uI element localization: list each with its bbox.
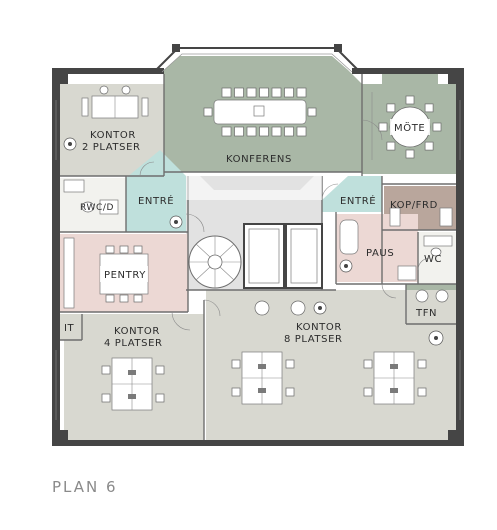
chair — [234, 126, 244, 137]
stair-and-lift-core — [186, 176, 323, 289]
chair — [246, 87, 257, 98]
label-wc: WC — [424, 254, 442, 265]
kontor-2-furniture — [63, 85, 149, 151]
chair — [285, 359, 295, 369]
chair — [155, 365, 165, 375]
chair — [234, 87, 244, 98]
label-mote: MÖTE — [394, 121, 425, 134]
label-rwc: RWC/D — [80, 203, 114, 213]
chair — [221, 126, 232, 137]
chair — [284, 126, 294, 137]
chair — [101, 365, 111, 375]
label-kontor-2-line1: KONTOR — [90, 130, 136, 141]
chair — [101, 393, 111, 403]
label-kontor-8-line1: KONTOR — [296, 322, 342, 333]
chair — [386, 141, 396, 151]
label-kop-frd: KOP/FRD — [390, 200, 438, 211]
chair — [307, 107, 317, 117]
label-pentry: PENTRY — [104, 270, 146, 281]
chair — [417, 359, 427, 369]
chair — [405, 95, 415, 105]
label-kontor-4-line1: KONTOR — [114, 326, 160, 337]
door-swings — [139, 119, 431, 331]
chair — [284, 87, 294, 98]
chair — [203, 107, 213, 117]
chair — [424, 141, 434, 151]
kontor-8-desks — [231, 351, 427, 405]
chair — [133, 294, 143, 303]
rwc-furniture — [63, 179, 119, 215]
room-labels: KONTOR 2 PLATSER KONFERENS MÖTE RWC/D EN… — [64, 119, 442, 349]
label-it: IT — [64, 323, 75, 334]
label-kontor-2-line2: 2 PLATSER — [82, 142, 141, 153]
chair — [259, 87, 269, 98]
entre-right-area — [322, 176, 382, 212]
label-entre-left: ENTRÉ — [138, 194, 174, 207]
chair — [231, 359, 241, 369]
chair — [432, 122, 442, 132]
chair — [271, 126, 282, 137]
label-kontor-4-line2: 4 PLATSER — [104, 338, 163, 349]
lounge-furniture — [169, 215, 444, 346]
chair — [386, 103, 396, 113]
label-entre-right: ENTRÉ — [340, 194, 376, 207]
desk-cluster — [231, 351, 295, 405]
chair — [155, 393, 165, 403]
konferens-furniture — [203, 87, 317, 137]
desk-cluster — [363, 351, 427, 405]
chair — [271, 87, 282, 98]
chair — [105, 294, 115, 303]
chair — [285, 387, 295, 397]
chair — [378, 122, 388, 132]
chair — [119, 294, 129, 303]
chair — [221, 87, 232, 98]
paus-furniture — [339, 219, 417, 281]
chair — [405, 149, 415, 159]
plan-title: PLAN 6 — [52, 478, 118, 496]
chair — [119, 245, 129, 254]
chair — [246, 126, 257, 137]
chair — [296, 126, 307, 137]
chair — [133, 245, 143, 254]
outer-walls — [52, 44, 464, 446]
wc-kop-furniture — [389, 207, 453, 257]
kontor-4-desks — [101, 357, 165, 411]
label-paus: PAUS — [366, 248, 394, 259]
chair — [105, 245, 115, 254]
desk-cluster — [101, 357, 165, 411]
chair — [296, 87, 307, 98]
tfn-furniture — [415, 289, 449, 303]
chair — [259, 126, 269, 137]
chair — [424, 103, 434, 113]
label-konferens: KONFERENS — [226, 154, 292, 165]
label-tfn: TFN — [415, 308, 437, 319]
label-kontor-8-line2: 8 PLATSER — [284, 334, 343, 345]
chair — [231, 387, 241, 397]
chair — [417, 387, 427, 397]
chair — [363, 359, 373, 369]
chair — [363, 387, 373, 397]
